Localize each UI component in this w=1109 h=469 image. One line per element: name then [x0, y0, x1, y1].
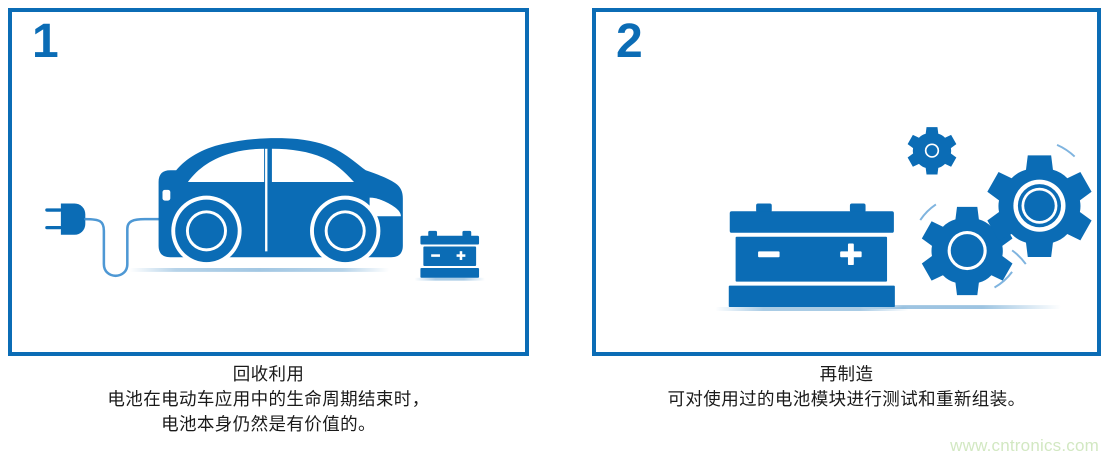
battery-ground-shadow [715, 307, 909, 311]
car-door-line [265, 148, 268, 252]
gear-medium-icon [921, 206, 1013, 296]
battery-and-gears-illustration [715, 127, 1092, 311]
panel-recycling: 1 [8, 8, 529, 356]
caption-line-1-2: 电池本身仍然是有价值的。 [161, 414, 376, 434]
gear-large-icon [987, 155, 1092, 257]
car-ground-shadow [129, 267, 390, 272]
gears-ground-shadow [863, 305, 1061, 310]
caption-line-2-1: 可对使用过的电池模块进行测试和重新组装。 [667, 389, 1026, 409]
ev-car-charging-illustration [45, 138, 485, 281]
charging-cable-icon [84, 217, 164, 278]
panel-number-2: 2 [616, 15, 643, 68]
gear-small-icon [907, 127, 957, 175]
car-front-wheel-outer [171, 195, 242, 267]
caption-title-1: 回收利用 [232, 364, 305, 384]
panel-remanufacturing: 2 [592, 8, 1101, 356]
battery-ground-shadow [414, 277, 485, 281]
power-plug-icon [45, 203, 86, 235]
caption-line-1-1: 电池在电动车应用中的生命周期结束时， [107, 389, 430, 409]
car-battery-icon [715, 203, 909, 311]
caption-remanufacturing: 再制造 可对使用过的电池模块进行测试和重新组装。 [592, 362, 1101, 412]
electric-car-icon [158, 138, 403, 267]
panel-number-1: 1 [32, 15, 59, 68]
car-battery-icon [414, 230, 485, 281]
caption-recycling: 回收利用 电池在电动车应用中的生命周期结束时， 电池本身仍然是有价值的。 [8, 362, 529, 437]
car-rear-wheel-outer [310, 195, 381, 267]
site-watermark: www.cntronics.com [950, 436, 1099, 455]
caption-title-2: 再制造 [819, 364, 874, 384]
